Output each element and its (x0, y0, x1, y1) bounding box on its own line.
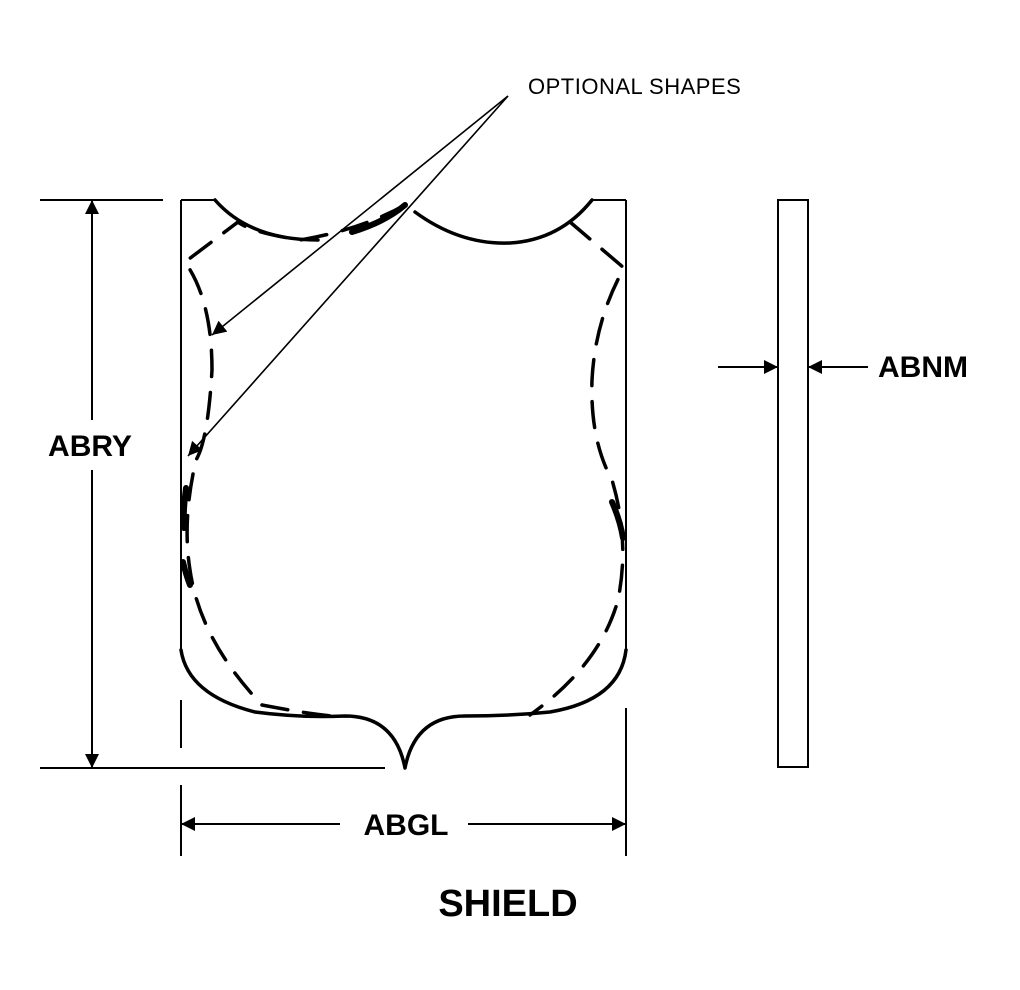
thickness-label: ABNM (878, 351, 968, 384)
optional-shape-outline-right (528, 220, 627, 717)
optional-accent-top (349, 202, 408, 235)
diagram-title: SHIELD (438, 883, 577, 925)
side-view-profile (777, 199, 809, 768)
callout-leader-lower (187, 95, 509, 457)
callout-label: OPTIONAL SHAPES (528, 74, 741, 99)
callout-leaders (187, 95, 509, 457)
width-label: ABGL (364, 809, 449, 842)
optional-shape-outline (182, 203, 407, 718)
optional-accent-right (609, 499, 626, 541)
shield-front-view (179, 198, 628, 770)
height-dimension (40, 199, 385, 769)
optional-accent-left (180, 485, 189, 531)
width-dimension (180, 700, 627, 856)
shield-bottom-edge (179, 648, 628, 770)
shield-side-view (718, 199, 868, 768)
callout-leader-upper (211, 95, 509, 336)
optional-accent-left-lower (180, 559, 193, 588)
shield-top-right-scallop (413, 198, 594, 245)
height-label: ABRY (48, 430, 132, 463)
